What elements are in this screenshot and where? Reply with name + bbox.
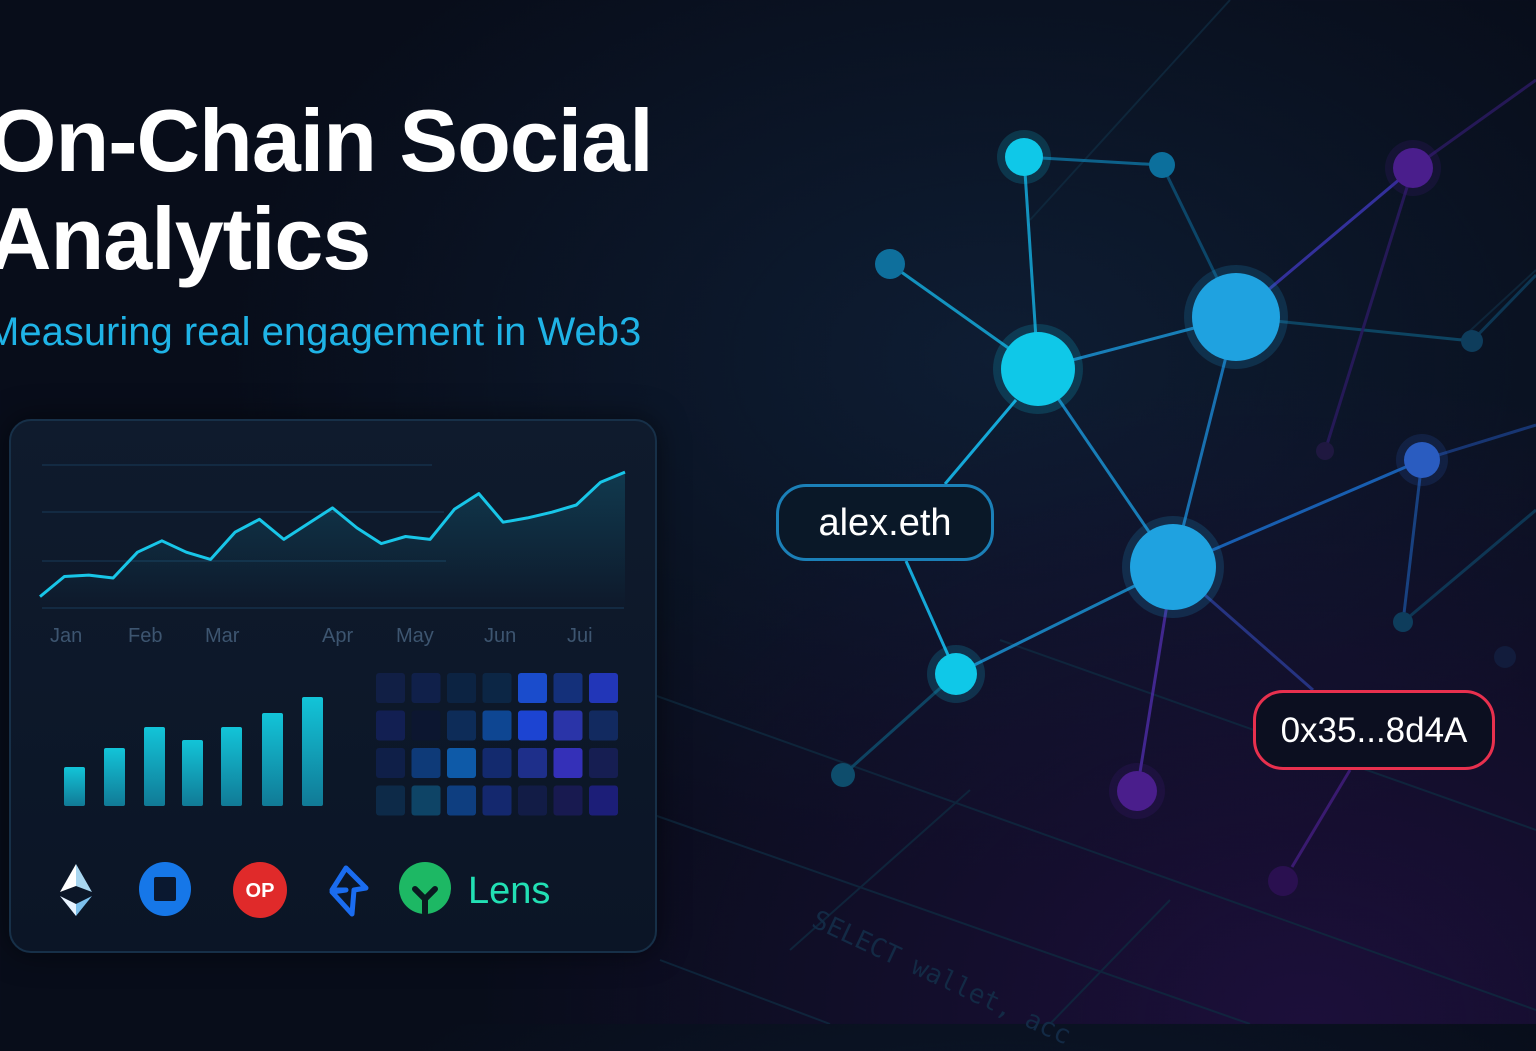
wallet-address-tag: 0x35...8d4A bbox=[1253, 690, 1495, 770]
bar bbox=[221, 727, 242, 806]
network-node bbox=[1001, 332, 1075, 406]
network-edge bbox=[904, 560, 950, 656]
heatmap-cell bbox=[376, 748, 405, 778]
heatmap-cell bbox=[376, 785, 405, 816]
title-line-1: On-Chain Social bbox=[0, 91, 654, 190]
heatmap-cell bbox=[589, 748, 618, 778]
network-node bbox=[1149, 152, 1175, 178]
network-edge bbox=[943, 399, 1018, 485]
lightning-icon bbox=[329, 865, 369, 917]
network-node bbox=[1461, 330, 1483, 352]
heatmap-cell bbox=[518, 710, 547, 741]
heatmap-cell bbox=[482, 710, 512, 741]
x-axis-labels: Jan Feb Mar Apr May Jun Jui bbox=[0, 625, 660, 649]
optimism-label: OP bbox=[246, 880, 275, 902]
heatmap-cell bbox=[589, 710, 618, 741]
ens-name-tag: alex.eth bbox=[776, 484, 994, 561]
heatmap-cell bbox=[482, 785, 512, 816]
network-node bbox=[935, 653, 977, 695]
line-chart-series bbox=[39, 470, 626, 598]
heatmap-cell bbox=[518, 673, 547, 703]
network-node bbox=[1192, 273, 1280, 361]
optimism-icon: OP bbox=[233, 862, 287, 918]
bar bbox=[104, 748, 125, 806]
network-edge bbox=[1421, 423, 1536, 462]
heatmap-cell bbox=[518, 785, 547, 816]
network-edge bbox=[1023, 155, 1163, 167]
network-edge bbox=[1412, 78, 1536, 170]
heatmap-cell bbox=[411, 673, 441, 703]
network-node bbox=[875, 249, 905, 279]
network-node bbox=[1005, 138, 1043, 176]
x-tick-label: Jun bbox=[484, 625, 517, 647]
x-tick-label: May bbox=[396, 625, 434, 647]
network-node bbox=[1393, 612, 1413, 632]
network-edge bbox=[1172, 458, 1423, 569]
network-node bbox=[1404, 442, 1440, 478]
heatmap-cell bbox=[553, 748, 583, 778]
network-background bbox=[639, 0, 1536, 1024]
heatmap-cell bbox=[518, 748, 547, 778]
bar bbox=[144, 727, 165, 806]
network-edge bbox=[1323, 167, 1415, 452]
x-tick-label: Jan bbox=[50, 625, 83, 647]
heatmap-cell bbox=[553, 710, 583, 741]
x-tick-label: Apr bbox=[322, 625, 354, 647]
lens-label: Lens bbox=[468, 870, 551, 912]
farcaster-icon bbox=[139, 862, 191, 916]
network-node bbox=[1316, 442, 1334, 460]
heatmap-cell bbox=[411, 748, 441, 778]
network-edge bbox=[1290, 769, 1352, 868]
bar bbox=[262, 713, 283, 806]
network-edge bbox=[1401, 459, 1424, 623]
heatmap-cell bbox=[376, 710, 405, 741]
heatmap-cell bbox=[447, 785, 476, 816]
heatmap-cell bbox=[589, 785, 618, 816]
bar bbox=[182, 740, 203, 806]
subtitle: Measuring real engagement in Web3 bbox=[0, 310, 642, 354]
ethereum-icon bbox=[60, 864, 92, 916]
heatmap-cell bbox=[589, 673, 618, 703]
x-tick-label: Mar bbox=[205, 625, 240, 647]
heatmap-cell bbox=[553, 673, 583, 703]
network-node bbox=[1268, 866, 1298, 896]
title-line-2: Analytics bbox=[0, 189, 371, 288]
line-chart-area bbox=[40, 472, 625, 608]
x-tick-label: Feb bbox=[128, 625, 163, 647]
analytics-charts bbox=[39, 464, 626, 816]
x-tick-label: Jui bbox=[567, 625, 593, 647]
bar bbox=[64, 767, 85, 806]
heatmap-cell bbox=[447, 673, 476, 703]
network-node bbox=[1117, 771, 1157, 811]
network-node bbox=[1130, 524, 1216, 610]
heatmap-cell bbox=[411, 785, 441, 816]
perspective-grid bbox=[639, 0, 1536, 1024]
bar bbox=[302, 697, 323, 806]
network-node bbox=[831, 763, 855, 787]
lens-icon bbox=[399, 862, 451, 916]
heatmap-cell bbox=[411, 710, 441, 741]
heatmap-cell bbox=[482, 673, 512, 703]
network-node bbox=[1494, 646, 1516, 668]
page-title: On-Chain Social Analytics bbox=[0, 91, 654, 288]
network-edge bbox=[842, 672, 957, 777]
heatmap-cell bbox=[447, 710, 476, 741]
heatmap-cell bbox=[376, 673, 405, 703]
heatmap-cell bbox=[482, 748, 512, 778]
network-edge bbox=[1470, 273, 1536, 343]
heatmap-cell bbox=[553, 785, 583, 816]
network-edge bbox=[1402, 508, 1536, 624]
network-node bbox=[1393, 148, 1433, 188]
heatmap-cell bbox=[447, 748, 476, 778]
